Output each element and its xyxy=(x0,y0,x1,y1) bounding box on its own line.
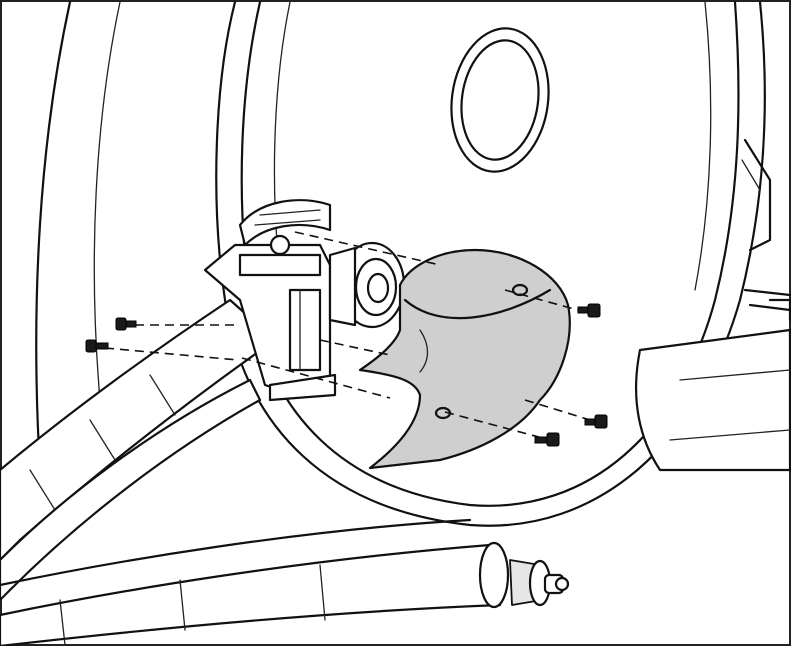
screw-lower-left xyxy=(85,339,109,353)
screw-upper-left xyxy=(115,317,137,331)
bearing-hub xyxy=(328,241,406,329)
pivot-bracket xyxy=(203,199,337,402)
adjustment-knob[interactable] xyxy=(509,559,570,607)
housing-oval-port xyxy=(450,27,550,173)
screw-bottom-center xyxy=(534,432,560,447)
screw-right-upper xyxy=(577,303,601,318)
base-frame-tube xyxy=(634,288,791,472)
screw-right-lower xyxy=(584,414,608,429)
crank-arm-tube xyxy=(0,298,277,602)
foot-rail-tube xyxy=(0,518,510,646)
